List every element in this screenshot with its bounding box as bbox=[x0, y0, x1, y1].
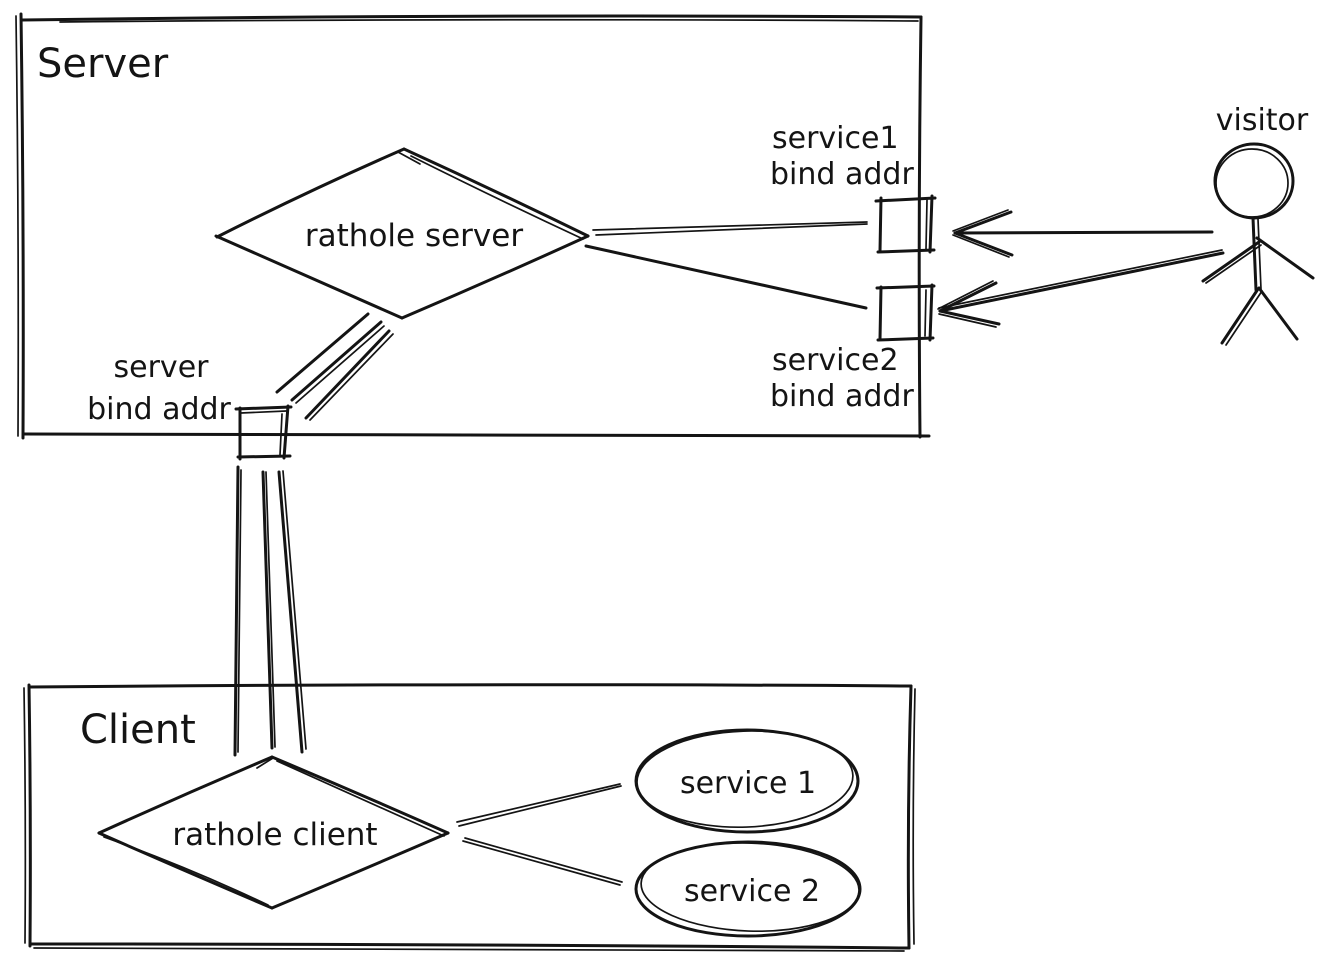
tunnel-lines-lower bbox=[233, 465, 307, 757]
server-box bbox=[15, 12, 931, 440]
service2-bind-square bbox=[875, 283, 936, 342]
visitor-arrow-service1 bbox=[952, 209, 1214, 258]
rathole-server-diamond bbox=[214, 147, 590, 320]
visitor-figure bbox=[1201, 142, 1315, 346]
service1-label: service 1 bbox=[680, 766, 816, 801]
rathole-server-label: rathole server bbox=[305, 218, 523, 254]
service2-bind-label-line2: bind addr bbox=[770, 379, 914, 414]
client-box bbox=[23, 683, 916, 952]
server-box-label: Server bbox=[37, 41, 169, 87]
client-to-service1-line bbox=[456, 783, 622, 827]
service1-ellipse bbox=[634, 728, 860, 834]
service1-bind-label-line1: service1 bbox=[772, 121, 899, 156]
tunnel-lines-upper bbox=[275, 312, 394, 421]
server-to-service2-line bbox=[584, 244, 868, 310]
service2-bind-label-line1: service2 bbox=[772, 343, 899, 378]
service2-label: service 2 bbox=[684, 874, 820, 909]
client-to-service2-line bbox=[462, 837, 623, 886]
service2-ellipse bbox=[634, 840, 862, 938]
visitor-arrow-service2 bbox=[937, 249, 1225, 328]
client-box-label: Client bbox=[80, 707, 196, 753]
server-to-service1-line bbox=[592, 221, 868, 236]
server-bind-label-line2: bind addr bbox=[87, 392, 231, 427]
rathole-client-label: rathole client bbox=[172, 817, 377, 853]
server-bind-label-line1: server bbox=[114, 350, 210, 385]
visitor-label: visitor bbox=[1216, 103, 1309, 138]
rathole-client-diamond bbox=[97, 755, 450, 910]
server-bind-square bbox=[234, 404, 293, 461]
service1-bind-square bbox=[874, 194, 937, 254]
service1-bind-label-line2: bind addr bbox=[770, 157, 914, 192]
